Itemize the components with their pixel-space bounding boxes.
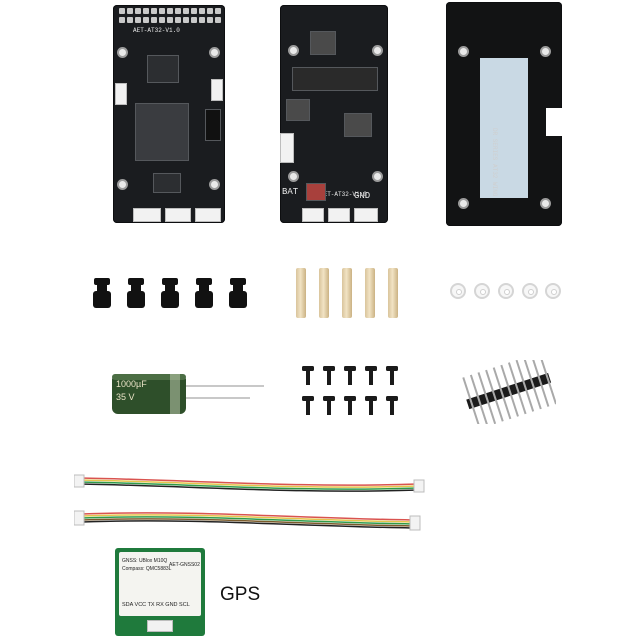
mount-hole (117, 47, 128, 58)
gps-line2: Compass: QMC5883L (122, 566, 172, 572)
mount-hole (458, 46, 469, 57)
mount-hole (288, 45, 299, 56)
osd-chip (153, 173, 181, 193)
bottom-connector (302, 208, 324, 222)
bottom-connector (195, 208, 221, 222)
mount-hole (372, 45, 383, 56)
battery-pad (306, 183, 326, 201)
pin-header-top-row2 (119, 17, 221, 23)
brass-standoff (365, 268, 375, 318)
carbon-cover-plate: DR SERIES AT32 WING (446, 2, 562, 226)
nylon-washer (498, 283, 514, 299)
gps-line1: GNSS: UBlox M10Q (122, 558, 168, 564)
brass-standoff (296, 268, 306, 318)
screw (323, 366, 335, 385)
fc-board-label: AET-AT32-V1.0 (133, 27, 180, 34)
cable-2 (74, 510, 421, 531)
damper (195, 278, 213, 308)
mount-hole (209, 179, 220, 190)
cover-side-text: DR SERIES AT32 WING (491, 128, 498, 197)
mcu-chip (135, 103, 189, 161)
mount-hole (540, 46, 551, 57)
electrolytic-capacitor (112, 374, 264, 414)
bat-label: BAT (282, 187, 299, 197)
damper (161, 278, 179, 308)
usb-port (205, 109, 221, 141)
mount-hole (209, 47, 220, 58)
screw (344, 396, 356, 415)
inductor (286, 99, 310, 121)
screw (302, 366, 314, 385)
capacitor-rating: 1000µF (116, 379, 147, 389)
gps-pins: SDA VCC TX RX GND SCL (122, 602, 190, 608)
power-distribution-board: AET-AT32-V1.0 BAT GND (280, 5, 388, 223)
inductor (344, 113, 372, 137)
cover-notch (546, 108, 562, 136)
nylon-washer (522, 283, 538, 299)
flight-controller-board: AET-AT32-V1.0 (113, 5, 225, 223)
capacitor-voltage: 35 V (116, 392, 135, 402)
screw (365, 396, 377, 415)
pdb-board-label: AET-AT32-V1.0 (320, 191, 367, 198)
screw (344, 366, 356, 385)
nylon-washer (450, 283, 466, 299)
bottom-connector (165, 208, 191, 222)
screw (302, 396, 314, 415)
cable-1 (74, 474, 425, 493)
brass-standoff (319, 268, 329, 318)
bottom-connector (133, 208, 161, 222)
gps-label-sticker: GNSS: UBlox M10Q Compass: QMC5883L AET-G… (119, 552, 201, 616)
gps-connector (147, 620, 173, 632)
pin-header-top (119, 8, 221, 14)
mount-hole (372, 171, 383, 182)
damper (93, 278, 111, 308)
side-connector (211, 79, 223, 101)
gnd-label: GND (354, 191, 371, 201)
brass-standoff (342, 268, 352, 318)
bottom-connector (328, 208, 350, 222)
connector-strip (292, 67, 378, 91)
damper (127, 278, 145, 308)
mount-hole (288, 171, 299, 182)
inductor (310, 31, 336, 55)
pin-header-strip (462, 360, 556, 424)
rubber-dampers (93, 278, 247, 308)
damper (229, 278, 247, 308)
jst-cables (74, 474, 425, 531)
gps-model: AET-GNSS02 (169, 562, 200, 568)
gyro-chip (147, 55, 179, 83)
side-connector (280, 133, 294, 163)
gps-caption: GPS (220, 584, 261, 605)
gps-module: GNSS: UBlox M10Q Compass: QMC5883L AET-G… (115, 548, 205, 636)
side-connector (115, 83, 127, 105)
mount-hole (540, 198, 551, 209)
nylon-washer (474, 283, 490, 299)
mount-hole (458, 198, 469, 209)
mount-hole (117, 179, 128, 190)
screw (365, 366, 377, 385)
screw-set (302, 366, 398, 415)
screw (386, 366, 398, 385)
screw (323, 396, 335, 415)
brass-standoff (388, 268, 398, 318)
screw (386, 396, 398, 415)
foam-pad (480, 58, 528, 198)
bottom-connector (354, 208, 378, 222)
nylon-washer (545, 283, 561, 299)
